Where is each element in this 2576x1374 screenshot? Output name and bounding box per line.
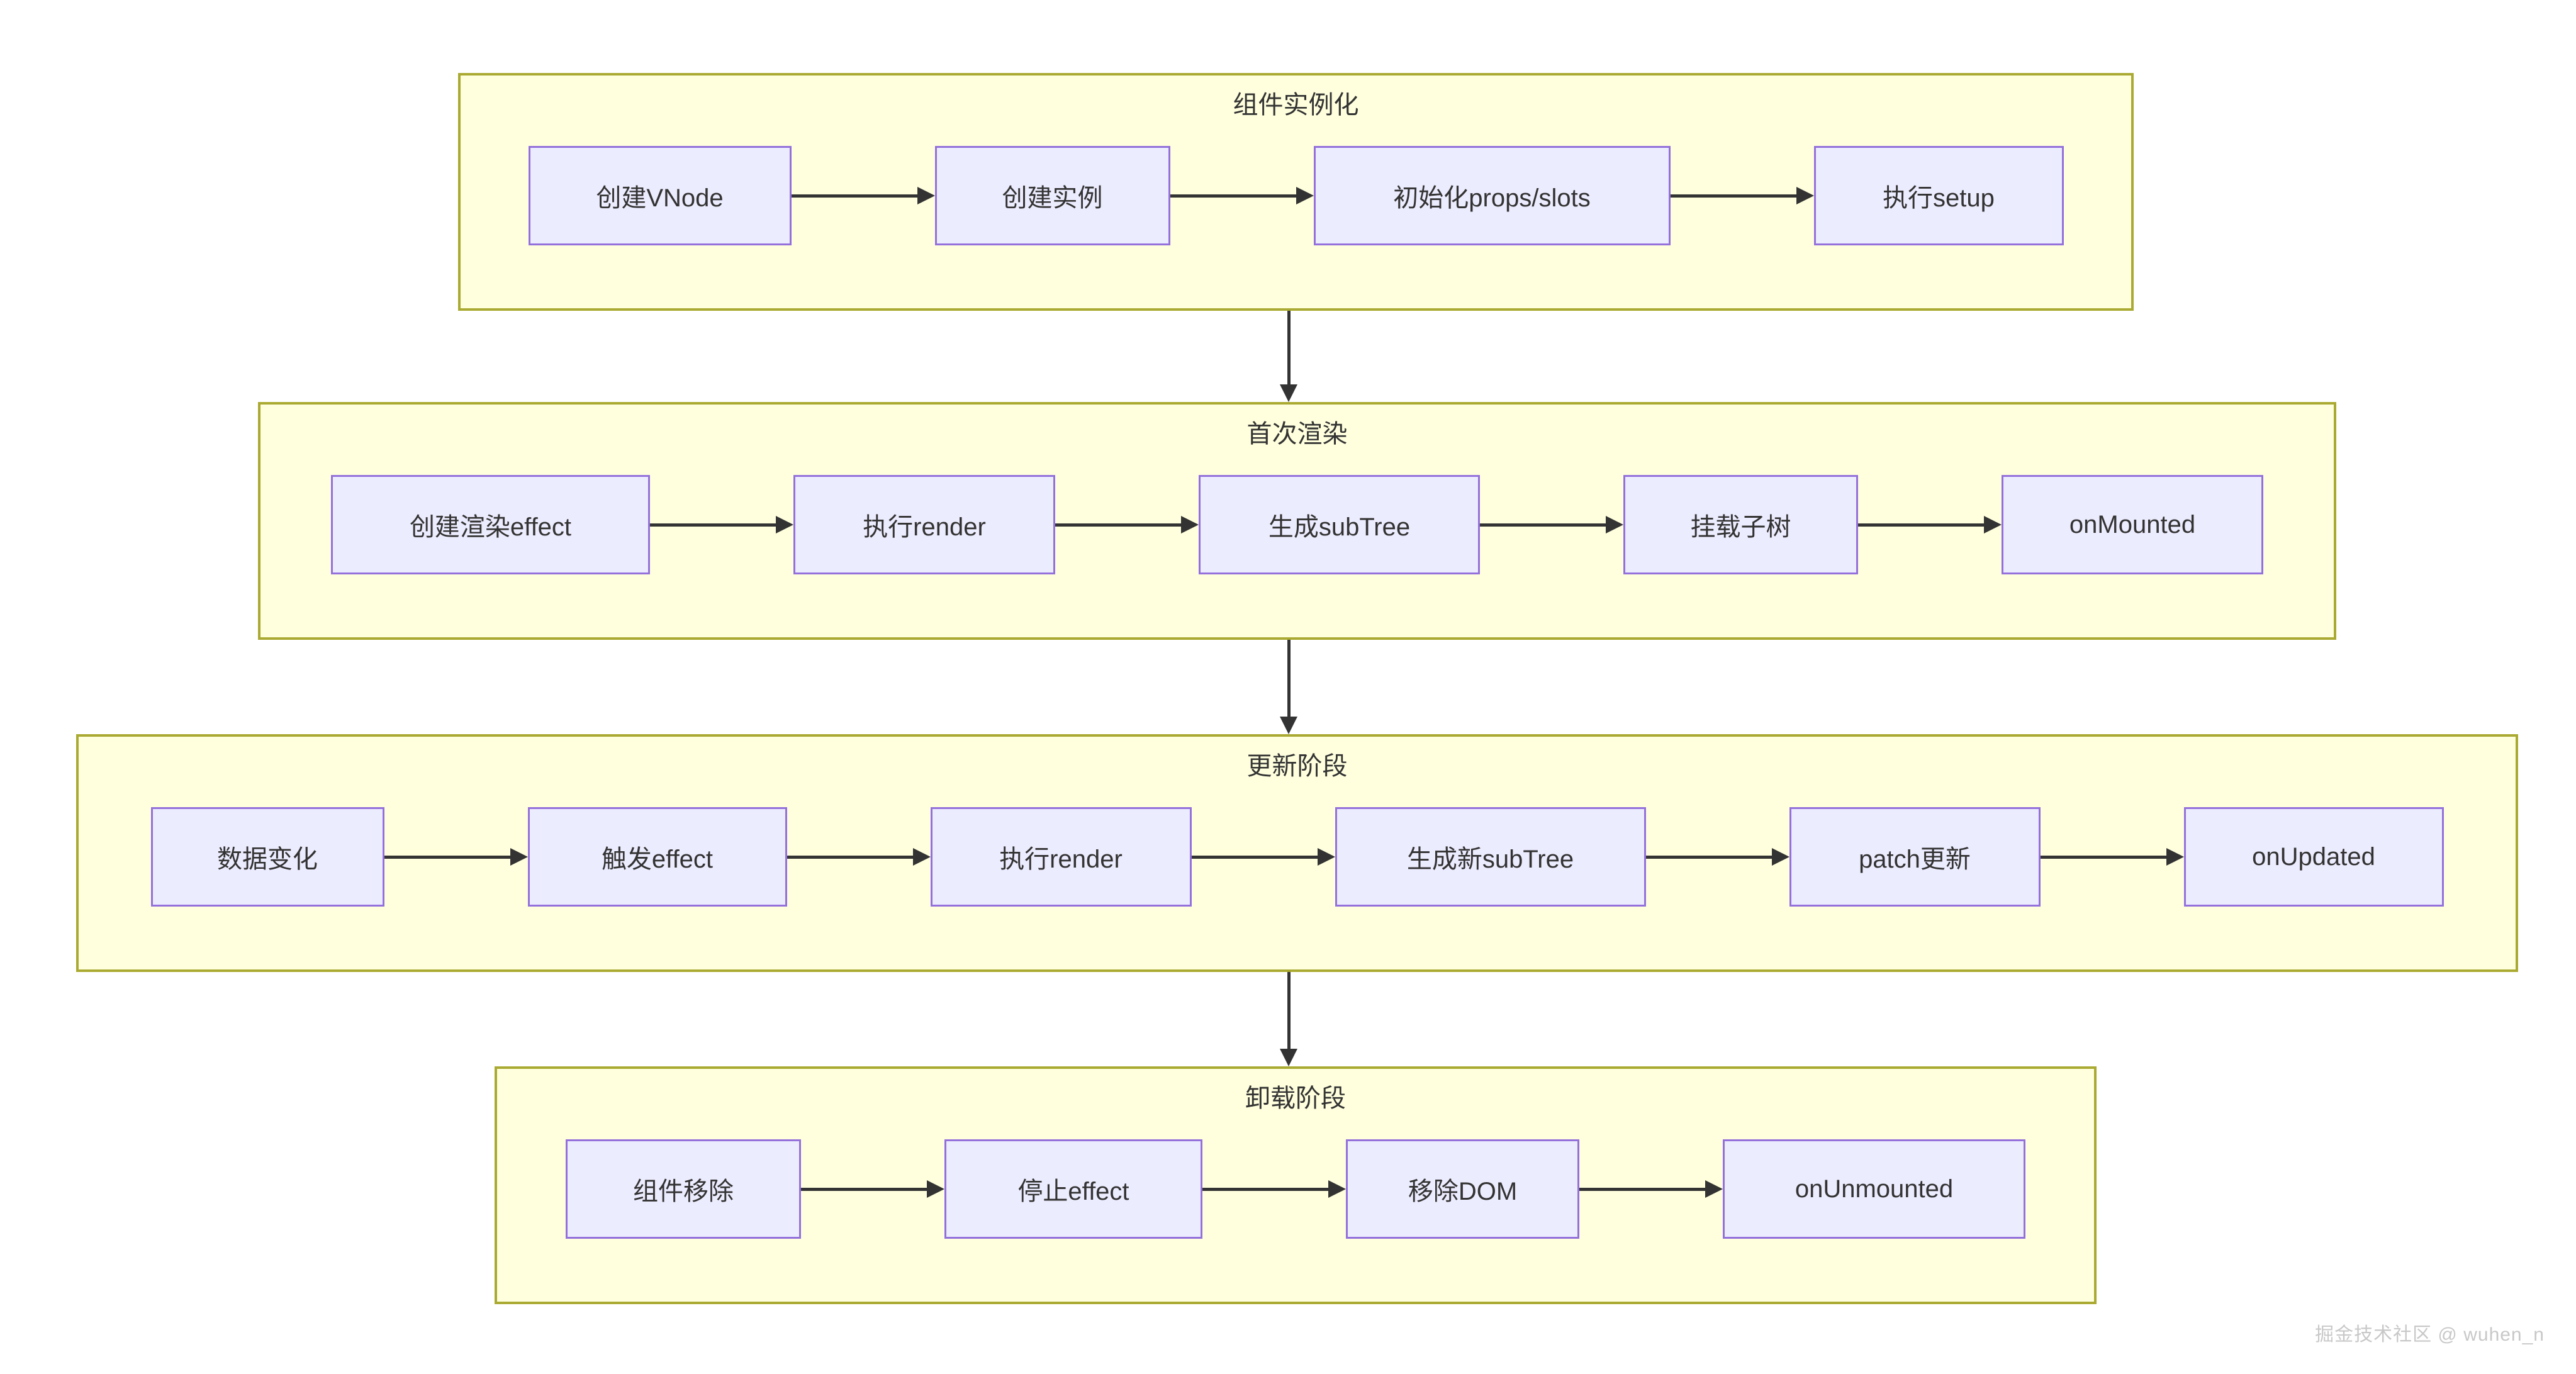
- arrow-down-icon: [1279, 972, 1298, 1066]
- phase-title: 首次渲染: [1246, 420, 1348, 448]
- flow-node: 初始化props/slots: [1313, 146, 1671, 245]
- watermark: 掘金技术社区 @ wuhen_n: [2315, 1324, 2545, 1345]
- flow-node: 执行setup: [1813, 146, 2064, 245]
- flow-node: 挂载子树: [1623, 475, 1858, 574]
- flow-node: 执行render: [793, 475, 1055, 574]
- phase-node-row: 数据变化 触发effect 执行render 生成新subTree patch更新 onU…: [79, 807, 2516, 907]
- flow-node: 创建渲染effect: [331, 475, 650, 574]
- flow-node: 创建实例: [934, 146, 1170, 245]
- phase-container-2: 更新阶段数据变化 触发effect 执行render 生成新subTree patch更…: [76, 734, 2518, 972]
- phase-container-0: 组件实例化创建VNode 创建实例 初始化props/slots 执行setup: [458, 73, 2134, 311]
- arrow-right-icon: [384, 807, 528, 907]
- phase-container-3: 卸载阶段组件移除 停止effect 移除DOM onUnmounted: [495, 1066, 2097, 1304]
- flow-node: onUnmounted: [1723, 1139, 2025, 1239]
- phase-title: 组件实例化: [1233, 91, 1359, 119]
- arrow-right-icon: [1480, 475, 1623, 574]
- arrow-right-icon: [1191, 807, 1335, 907]
- flow-node: onUpdated: [2183, 807, 2444, 907]
- arrow-right-icon: [1858, 475, 2002, 574]
- flow-node: 组件移除: [566, 1139, 801, 1239]
- phase-node-row: 创建渲染effect 执行render 生成subTree 挂载子树 onMounted: [260, 475, 2334, 574]
- arrow-right-icon: [650, 475, 793, 574]
- arrow-right-icon: [787, 807, 931, 907]
- phase-title: 卸载阶段: [1245, 1085, 1346, 1112]
- flow-node: patch更新: [1789, 807, 2041, 907]
- flow-node: 执行render: [930, 807, 1192, 907]
- arrow-right-icon: [791, 146, 935, 245]
- arrow-right-icon: [1579, 1139, 1723, 1239]
- flow-node: 移除DOM: [1346, 1139, 1579, 1239]
- arrow-right-icon: [1202, 1139, 1346, 1239]
- arrow-right-icon: [1645, 807, 1789, 907]
- arrow-right-icon: [1055, 475, 1199, 574]
- arrow-down-icon: [1279, 640, 1298, 734]
- flow-node: 触发effect: [527, 807, 787, 907]
- phase-node-row: 组件移除 停止effect 移除DOM onUnmounted: [497, 1139, 2094, 1239]
- phase-node-row: 创建VNode 创建实例 初始化props/slots 执行setup: [461, 146, 2131, 245]
- flow-node: 数据变化: [150, 807, 384, 907]
- flow-node: 生成subTree: [1199, 475, 1480, 574]
- arrow-right-icon: [2040, 807, 2184, 907]
- flow-node: 停止effect: [944, 1139, 1202, 1239]
- arrow-right-icon: [1170, 146, 1314, 245]
- phase-container-1: 首次渲染创建渲染effect 执行render 生成subTree 挂载子树 onMou…: [258, 402, 2336, 640]
- flow-node: onMounted: [2002, 475, 2263, 574]
- arrow-down-icon: [1279, 311, 1298, 402]
- flow-node: 创建VNode: [528, 146, 792, 245]
- flow-node: 生成新subTree: [1335, 807, 1646, 907]
- arrow-right-icon: [1670, 146, 1814, 245]
- arrow-right-icon: [801, 1139, 944, 1239]
- phase-title: 更新阶段: [1246, 752, 1348, 780]
